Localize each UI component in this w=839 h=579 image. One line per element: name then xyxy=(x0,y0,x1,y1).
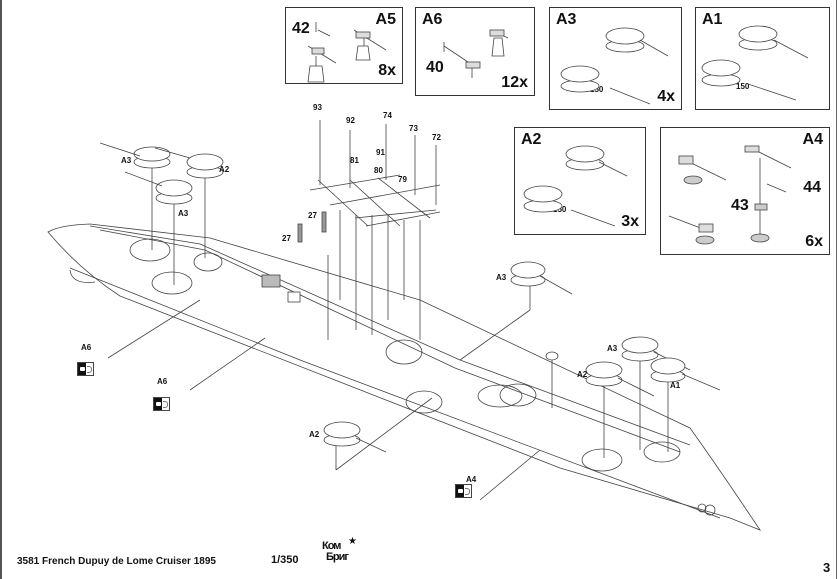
gun-callout: A6 xyxy=(81,343,92,352)
flip-side-icon xyxy=(455,484,472,498)
turret-callout: A3 xyxy=(607,344,618,353)
turret-callout: A3 xyxy=(178,209,189,218)
inset-a6: A6 40 12x xyxy=(415,7,535,96)
turret-callout: A2 xyxy=(577,370,588,379)
mast-part-number: 73 xyxy=(409,124,418,133)
mast-part-number: 74 xyxy=(383,111,392,120)
inset-label: A2 xyxy=(521,131,542,148)
inset-a3-drawing xyxy=(560,27,669,105)
inset-quantity: 12x xyxy=(501,74,528,91)
turret-callout: A3 xyxy=(121,156,132,165)
page-edge-left xyxy=(0,0,2,579)
mast-part-number: 80 xyxy=(374,166,383,175)
inset-quantity: 4x xyxy=(657,88,675,105)
flip-side-icon xyxy=(77,362,94,376)
mast-part-number: 91 xyxy=(376,148,385,157)
inset-label: A5 xyxy=(375,11,396,28)
barbette xyxy=(129,238,171,262)
inset-a5-drawing xyxy=(307,22,387,83)
inset-label: A4 xyxy=(802,131,823,148)
turret-callout: A2 xyxy=(309,430,320,439)
mast-part-number: 81 xyxy=(350,156,359,165)
barbette xyxy=(499,383,537,407)
brand-logo: Ком Бриг ★ xyxy=(322,536,362,566)
mast-part-number: 72 xyxy=(432,133,441,142)
page-number: 3 xyxy=(823,560,831,575)
flip-side-icon xyxy=(153,397,170,411)
star-icon: ★ xyxy=(348,536,357,547)
part-number: 40 xyxy=(426,59,444,76)
barbette xyxy=(193,252,223,272)
inset-label: A1 xyxy=(702,11,723,28)
inset-a4-drawing xyxy=(668,145,792,245)
logo-line-1: Ком xyxy=(322,540,341,552)
inset-a4: A4 43 44 6x xyxy=(660,127,830,255)
inset-quantity: 6x xyxy=(805,233,823,250)
inset-a2-drawing xyxy=(523,145,628,227)
inset-quantity: 3x xyxy=(621,213,639,230)
inset-label: A6 xyxy=(422,11,443,28)
kit-title: 3581 French Dupuy de Lome Cruiser 1895 xyxy=(17,556,216,567)
inset-a5: A5 42 8x xyxy=(285,7,403,84)
part-number: 150 xyxy=(736,82,750,91)
ladder-part-number: 27 xyxy=(308,211,317,220)
part-number: 44 xyxy=(803,179,821,196)
ladder-part-number: 27 xyxy=(282,234,291,243)
gun-callout: A4 xyxy=(466,475,477,484)
gun-callout: A6 xyxy=(157,377,168,386)
part-number: 150 xyxy=(553,205,567,214)
turret-callout: A2 xyxy=(219,165,230,174)
barbette xyxy=(151,271,193,295)
mast-frame xyxy=(309,174,441,227)
inset-a6-drawing xyxy=(443,29,509,78)
kit-scale: 1/350 xyxy=(271,554,299,566)
inset-a1-drawing xyxy=(701,25,809,101)
barbette xyxy=(581,448,623,472)
mast-part-number: 79 xyxy=(398,175,407,184)
part-number: 43 xyxy=(731,197,749,214)
page-edge-right xyxy=(836,0,837,579)
hull-outline xyxy=(47,223,762,531)
inset-a2: A2 150 3x xyxy=(514,127,646,235)
inset-a1: A1 150 xyxy=(695,7,830,110)
barbette xyxy=(405,390,443,414)
hull-lower xyxy=(69,267,721,519)
inset-label: A3 xyxy=(556,11,577,28)
barbette xyxy=(385,339,423,365)
logo-line-2: Бриг xyxy=(326,551,349,563)
deck-edge xyxy=(89,225,691,446)
inset-quantity: 8x xyxy=(378,62,396,79)
part-number: 42 xyxy=(292,20,310,37)
mast-part-number: 92 xyxy=(346,116,355,125)
barbette xyxy=(643,441,681,463)
part-number: 150 xyxy=(590,85,604,94)
mast-part-number: 93 xyxy=(313,103,322,112)
turret-callout: A3 xyxy=(496,273,507,282)
turret-callout: A1 xyxy=(670,381,681,390)
inset-a3: A3 150 4x xyxy=(549,7,682,110)
